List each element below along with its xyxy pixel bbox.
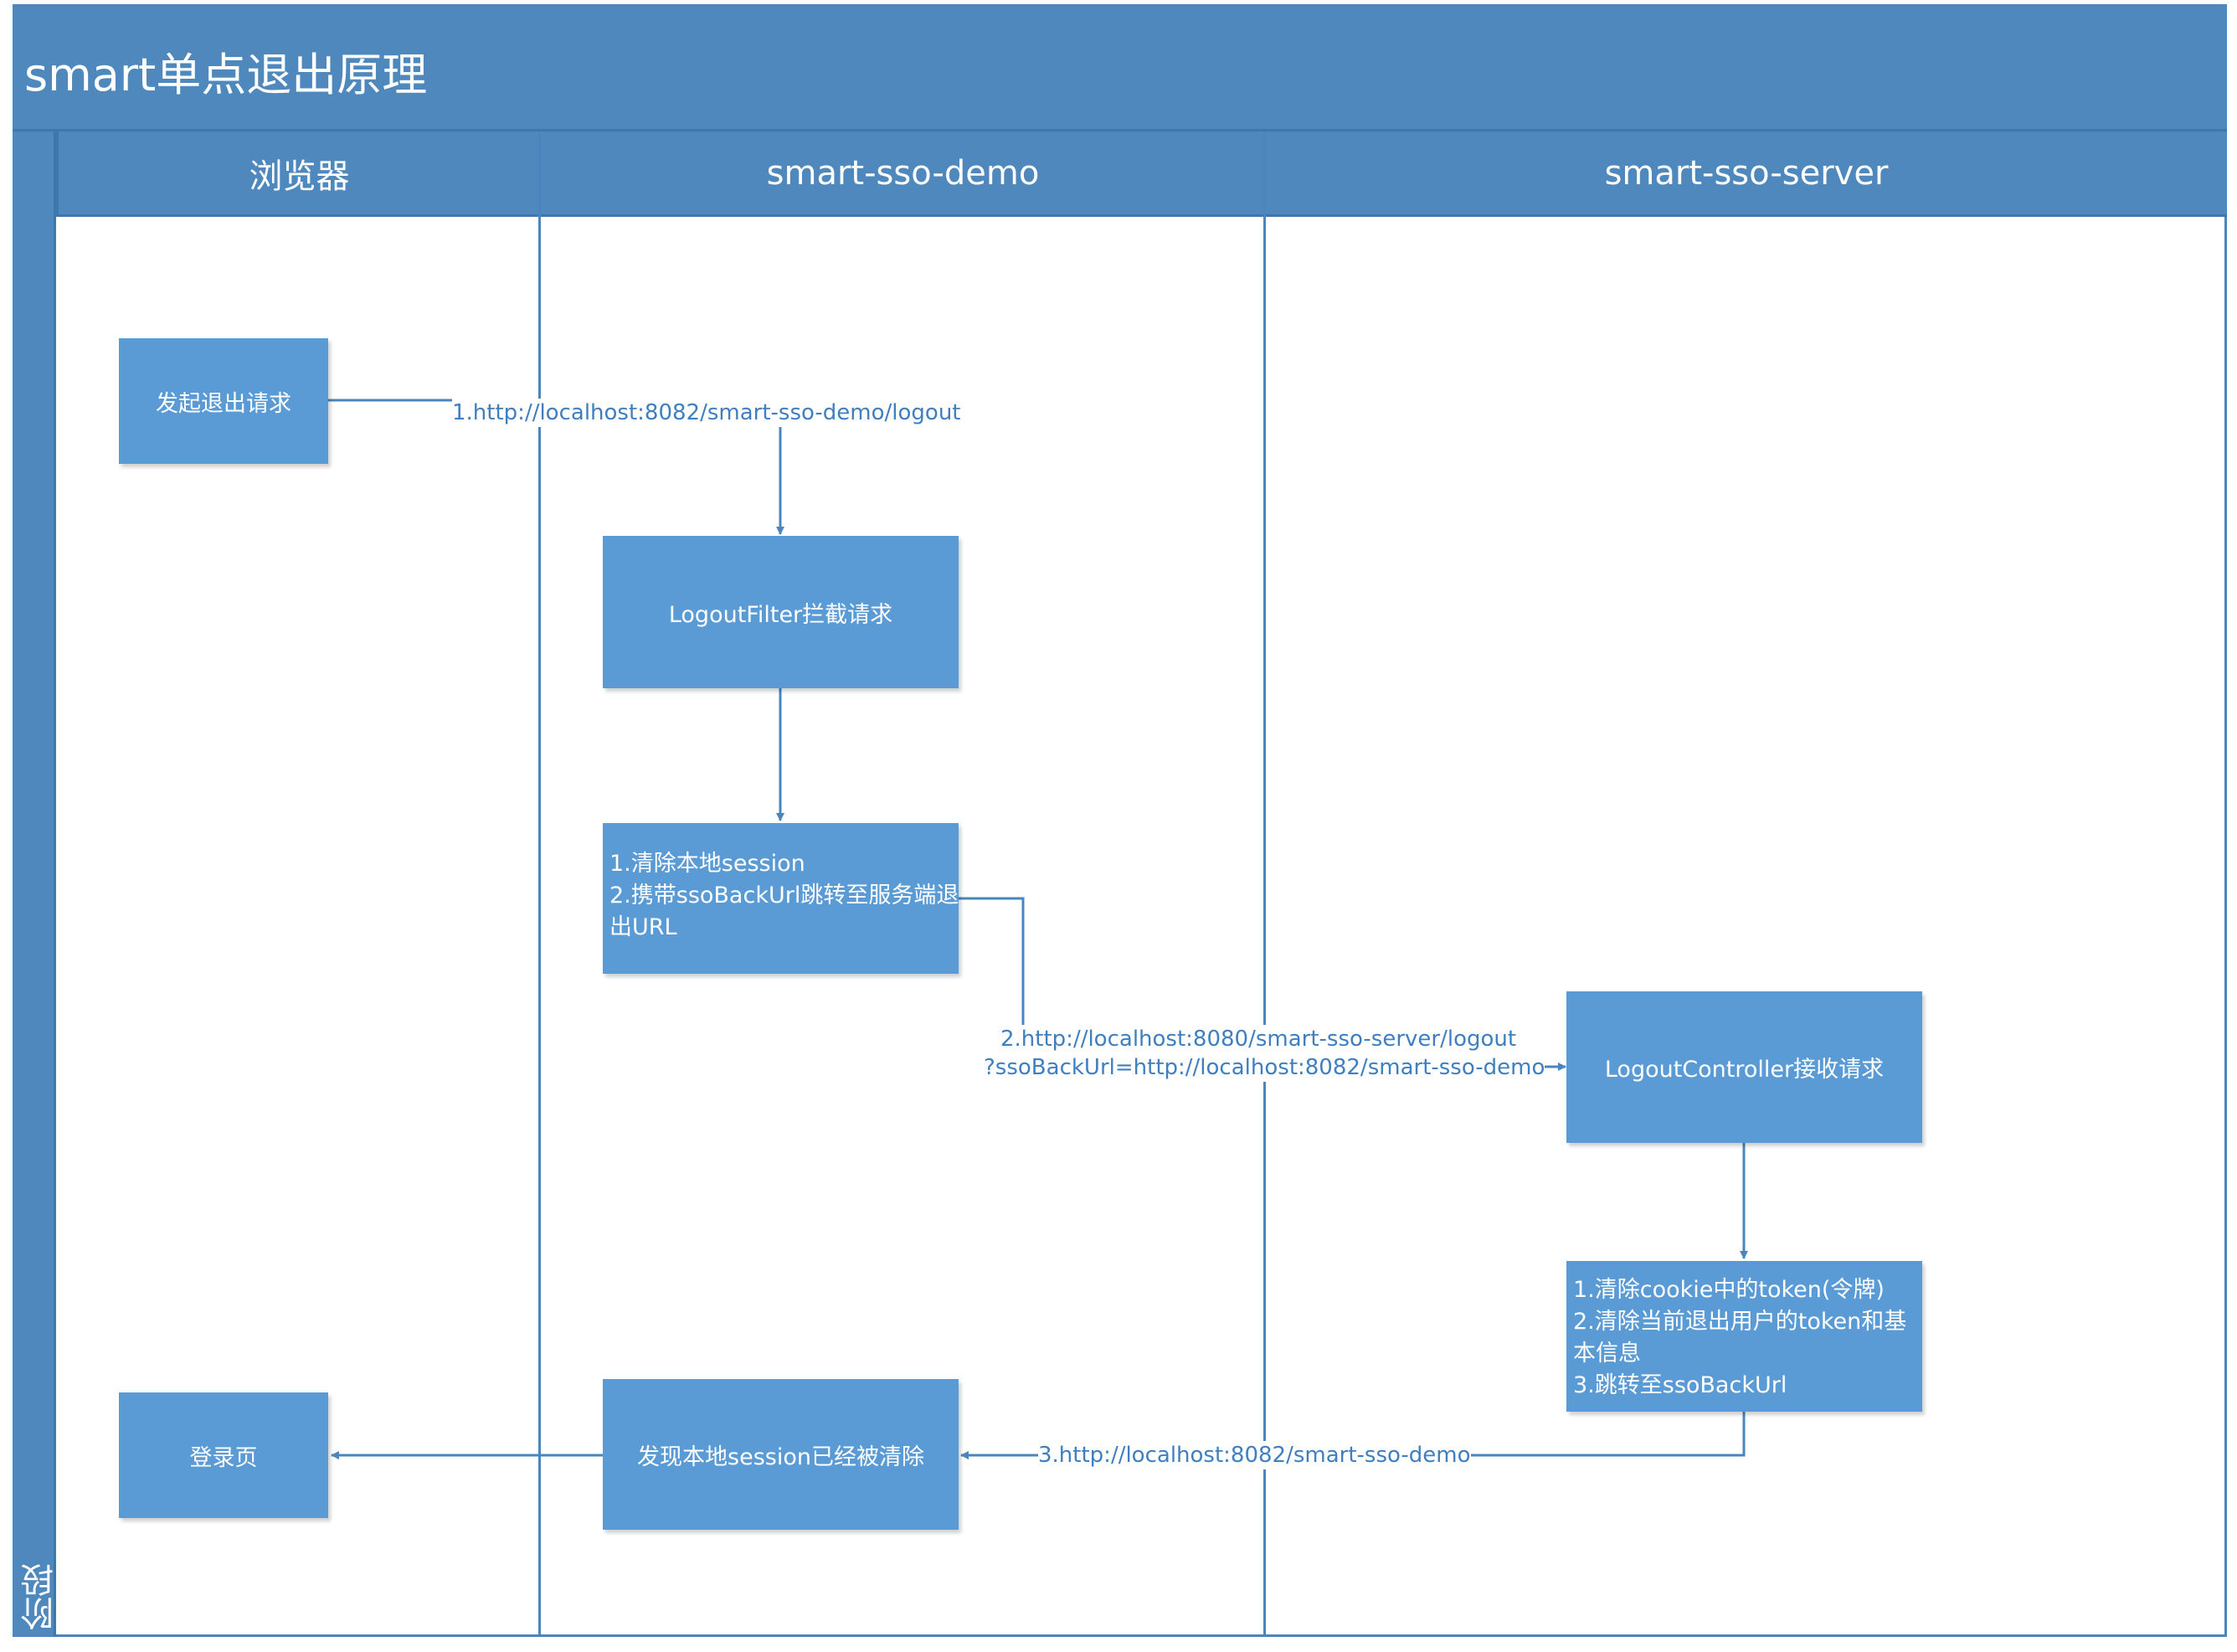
box-login-page: 登录页 bbox=[119, 1392, 328, 1518]
lane-header-demo: smart-sso-demo bbox=[538, 131, 1265, 217]
box-clear-session-line-3: 出URL bbox=[609, 914, 677, 940]
diagram-title: smart单点退出原理 bbox=[24, 49, 428, 101]
phase-band: 阶段 bbox=[13, 131, 59, 1637]
lane-divider-1 bbox=[538, 131, 541, 1637]
box-clear-token: 1.清除cookie中的token(令牌) 2.清除当前退出用户的token和基… bbox=[1566, 1261, 1922, 1412]
box-clear-session: 1.清除本地session 2.携带ssoBackUrl跳转至服务端退 出URL bbox=[603, 823, 959, 974]
box-logout-filter: LogoutFilter拦截请求 bbox=[603, 536, 959, 688]
box-initiate-logout: 发起退出请求 bbox=[119, 338, 328, 464]
lane-header-browser: 浏览器 bbox=[56, 131, 540, 217]
lane-divider-2 bbox=[1263, 131, 1266, 1637]
box-clear-token-line-2: 2.清除当前退出用户的token和基 bbox=[1573, 1309, 1907, 1335]
box-clear-token-line-3: 本信息 bbox=[1573, 1341, 1641, 1366]
box-clear-token-line-4: 3.跳转至ssoBackUrl bbox=[1573, 1372, 1787, 1398]
lane-header-server: smart-sso-server bbox=[1263, 131, 2227, 217]
box-session-cleared: 发现本地session已经被清除 bbox=[603, 1379, 959, 1530]
edge-label-step2-line2: ?ssoBackUrl=http://localhost:8082/smart-… bbox=[984, 1053, 1545, 1082]
box-clear-session-line-2: 2.携带ssoBackUrl跳转至服务端退 bbox=[609, 883, 959, 908]
edge-label-step3: 3.http://localhost:8082/smart-sso-demo bbox=[1038, 1441, 1471, 1469]
box-logout-controller: LogoutController接收请求 bbox=[1566, 991, 1922, 1143]
edge-label-step1: 1.http://localhost:8082/smart-sso-demo/l… bbox=[452, 399, 961, 427]
edge-label-step2-line1: 2.http://localhost:8080/smart-sso-server… bbox=[1000, 1025, 1517, 1053]
box-clear-session-line-1: 1.清除本地session bbox=[609, 851, 805, 877]
title-band: smart单点退出原理 bbox=[13, 4, 2227, 131]
box-clear-token-line-1: 1.清除cookie中的token(令牌) bbox=[1573, 1277, 1885, 1303]
